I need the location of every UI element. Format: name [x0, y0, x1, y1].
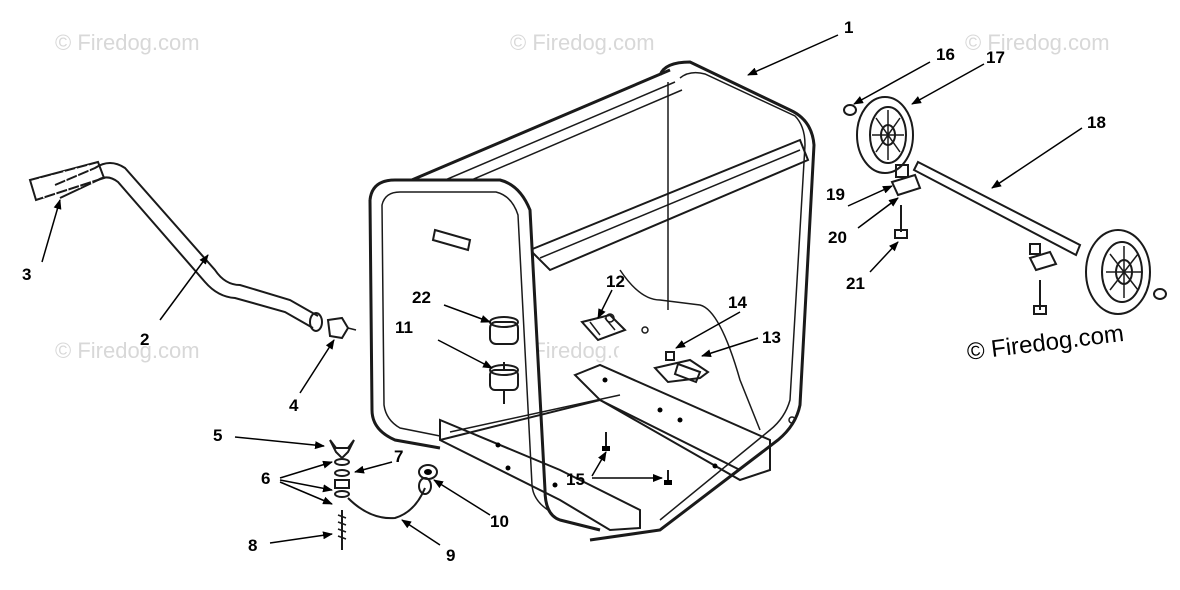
callout-17: 17 [986, 48, 1005, 67]
callout-7: 7 [394, 447, 403, 466]
callout-11: 11 [395, 318, 413, 337]
callout-4: 4 [289, 396, 299, 415]
copyright-notice: © Firedog.com [965, 320, 1125, 366]
callout-8: 8 [248, 536, 257, 555]
leader-lines [41, 34, 1083, 546]
callout-13: 13 [762, 328, 781, 347]
callout-22: 22 [412, 288, 431, 307]
callout-1: 1 [844, 18, 853, 37]
callout-18: 18 [1087, 113, 1106, 132]
callout-15: 15 [566, 470, 585, 489]
callout-2: 2 [140, 330, 149, 349]
callout-12: 12 [606, 272, 625, 291]
callout-labels: 1 2 3 4 5 6 7 8 9 10 11 12 13 14 15 16 1… [22, 18, 1106, 565]
watermark-top-right: © Firedog.com [965, 30, 1110, 55]
wheel-kit [843, 96, 1167, 315]
watermark-mid-left: © Firedog.com [55, 338, 200, 363]
callout-19: 19 [826, 185, 845, 204]
callout-21: 21 [846, 274, 865, 293]
ground-hardware [329, 439, 438, 550]
watermark-top-center: © Firedog.com [510, 30, 655, 55]
callout-3: 3 [22, 265, 31, 284]
callout-6: 6 [261, 469, 270, 488]
frame-drawing [368, 60, 816, 542]
callout-9: 9 [446, 546, 455, 565]
callout-5: 5 [213, 426, 222, 445]
bolts-15 [602, 432, 672, 485]
callout-16: 16 [936, 45, 955, 64]
callout-10: 10 [490, 512, 509, 531]
watermark-top-left: © Firedog.com [55, 30, 200, 55]
handle-drawing [28, 160, 357, 340]
callout-14: 14 [728, 293, 747, 312]
callout-20: 20 [828, 228, 847, 247]
